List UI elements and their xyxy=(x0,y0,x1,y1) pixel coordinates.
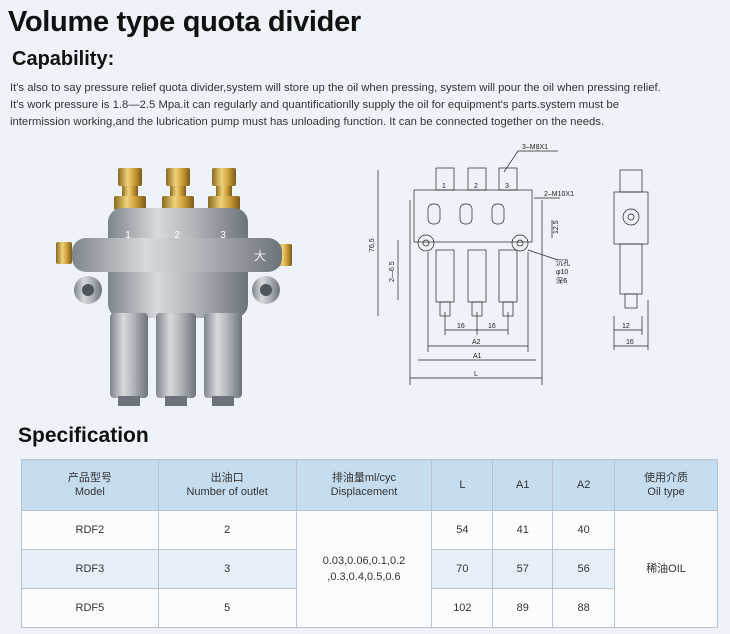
dim-pitch: 16 xyxy=(488,323,496,330)
capability-line: It's also to say pressure relief quota d… xyxy=(10,82,661,94)
model-cell: RDF2 xyxy=(21,510,159,550)
outlets-cell: 2 xyxy=(157,510,297,550)
dim-a1: A1 xyxy=(473,353,482,360)
capability-heading: Capability: xyxy=(12,48,115,70)
a2-cell: 40 xyxy=(552,510,616,550)
model-cell: RDF5 xyxy=(21,588,159,628)
sink-diameter: φ10 xyxy=(556,269,568,276)
outlet-label: 1 xyxy=(125,230,131,241)
dim-l: L xyxy=(474,371,478,378)
l-cell: 70 xyxy=(431,549,494,589)
outlets-cell: 5 xyxy=(157,588,297,628)
column-header: L xyxy=(431,459,494,511)
dim-side-16: 16 xyxy=(626,339,634,346)
table-row: RDF3 3 70 57 56 xyxy=(21,549,718,589)
outlets-cell: 3 xyxy=(157,549,297,589)
dim-a2: A2 xyxy=(472,339,481,346)
oil-type-cell: 稀油OIL xyxy=(614,510,718,628)
sink-depth: 深6 xyxy=(556,276,568,285)
sink-label: 沉孔 xyxy=(556,259,570,267)
column-header: A2 xyxy=(552,459,616,511)
outlet-number: 1 xyxy=(442,183,446,190)
specification-heading: Specification xyxy=(18,424,149,447)
outlet-label: 3 xyxy=(220,230,226,241)
model-cell: RDF3 xyxy=(21,549,159,589)
dim-height-total: 76.5 xyxy=(369,238,376,252)
capability-line: It's work pressure is 1.8—2.5 Mpa.it can… xyxy=(10,99,619,111)
displacement-cell: 0.03,0.06,0.1,0.2 ,0.3,0.4,0.5,0.6 xyxy=(295,510,433,628)
side-view-drawing: 12 16 xyxy=(613,169,649,350)
l-cell: 102 xyxy=(431,588,494,628)
a2-cell: 56 xyxy=(552,549,616,589)
outlet-number: 2 xyxy=(474,183,478,190)
thread-side-label: 2–M10X1 xyxy=(544,191,574,198)
dim-height-part: 2—6.5 xyxy=(389,261,396,282)
outlet-label: 2 xyxy=(174,230,180,241)
dim-pitch: 16 xyxy=(457,323,465,330)
l-cell: 54 xyxy=(431,510,494,550)
page-title: Volume type quota divider xyxy=(8,6,361,38)
a1-cell: 89 xyxy=(492,588,554,628)
dim-side-12: 12 xyxy=(622,323,630,330)
a2-cell: 88 xyxy=(552,588,616,628)
capability-description: It's also to say pressure relief quota d… xyxy=(10,80,726,131)
column-header: A1 xyxy=(492,459,554,511)
a1-cell: 41 xyxy=(492,510,554,550)
table-row: RDF5 5 102 89 88 xyxy=(21,588,718,628)
outlet-number: 3 xyxy=(505,183,509,190)
dim-12-5: 12.5 xyxy=(553,220,560,234)
a1-cell: 57 xyxy=(492,549,554,589)
body-mark: 大 xyxy=(254,249,266,263)
table-row: RDF2 2 0.03,0.06,0.1,0.2 ,0.3,0.4,0.5,0.… xyxy=(21,510,718,628)
front-view-drawing: 3–M8X1 1 2 3 2–M10X1 12.5 沉孔 φ10 深6 76.5… xyxy=(369,144,574,385)
thread-top-label: 3–M8X1 xyxy=(522,144,548,151)
product-photo: 1 2 3 大 xyxy=(56,168,292,406)
capability-line: intermission working,and the lubrication… xyxy=(10,116,605,128)
